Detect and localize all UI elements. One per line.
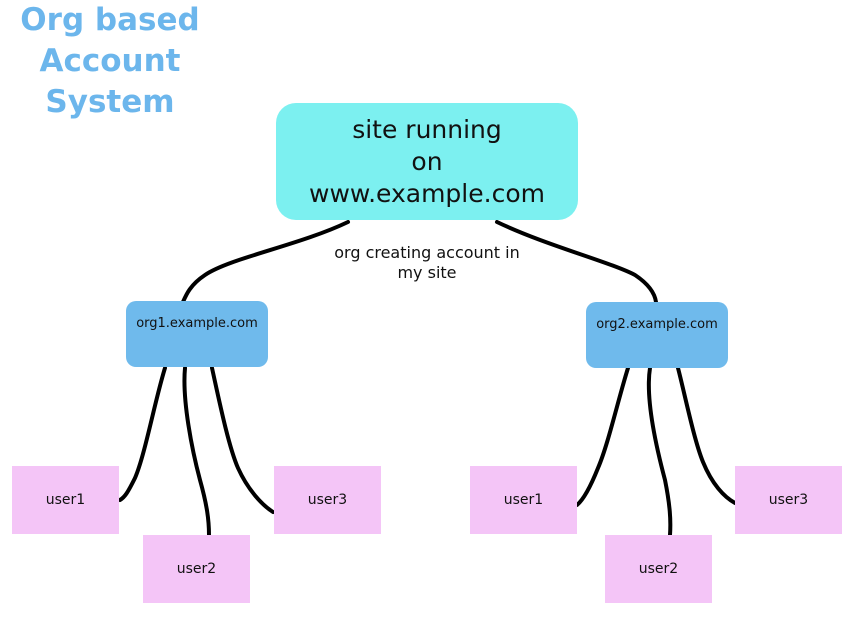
title-line-1: Org based — [20, 2, 200, 38]
org2-user1-node: user1 — [470, 466, 577, 534]
edge-root-org1 — [181, 220, 350, 304]
root-line-3: www.example.com — [309, 178, 545, 208]
edge-org2-user1 — [575, 366, 630, 507]
edge-label-line-1: org creating account in — [334, 243, 520, 262]
org2-node: org2.example.com — [586, 302, 728, 368]
root-line-2: on — [411, 146, 443, 176]
org2-user3-node: user3 — [735, 466, 842, 534]
org2-user2-node: user2 — [605, 535, 712, 603]
edge-org2-user2 — [646, 366, 673, 537]
org1-user2-node: user2 — [143, 535, 250, 603]
root-line-1: site running — [352, 114, 502, 144]
edge-label-line-2: my site — [397, 263, 457, 282]
diagram-title: Org based Account System — [10, 0, 210, 123]
edge-org1-user2 — [182, 366, 211, 537]
edge-org1-user1 — [118, 366, 167, 502]
org1-node: org1.example.com — [126, 301, 268, 367]
title-line-2: Account — [39, 43, 181, 79]
org1-user3-node: user3 — [274, 466, 381, 534]
edge-label: org creating account in my site — [312, 243, 542, 283]
org1-user1-node: user1 — [12, 466, 119, 534]
edge-org2-user3 — [676, 366, 737, 505]
edge-org1-user3 — [210, 366, 275, 514]
edge-root-org2 — [495, 220, 658, 304]
root-site-node: site running on www.example.com — [276, 103, 578, 220]
title-line-3: System — [45, 84, 175, 120]
